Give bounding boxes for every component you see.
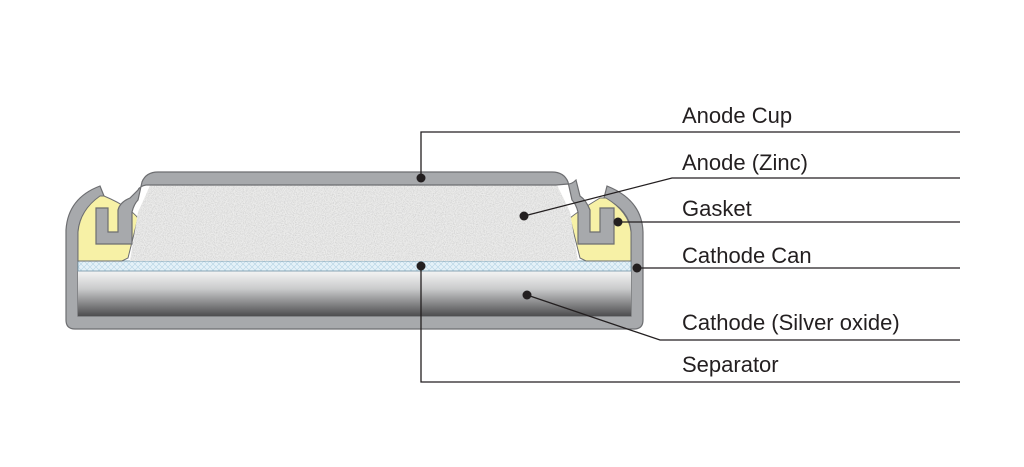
label-separator: Separator xyxy=(682,352,779,377)
marker-anode xyxy=(519,211,529,221)
label-cathode-can: Cathode Can xyxy=(682,243,812,268)
marker-gasket xyxy=(613,217,623,227)
anode-cup xyxy=(95,171,615,245)
leader-separator xyxy=(420,266,960,383)
separator xyxy=(77,260,632,272)
marker-anode-cup xyxy=(416,173,426,183)
marker-cathode xyxy=(522,290,532,300)
leader-cathode xyxy=(526,294,960,341)
label-anode: Anode (Zinc) xyxy=(682,150,808,175)
marker-separator xyxy=(416,261,426,271)
anode-texture xyxy=(130,185,578,261)
cathode xyxy=(78,271,631,316)
leader-anode xyxy=(523,177,960,217)
label-gasket: Gasket xyxy=(682,196,752,221)
marker-cathode-can xyxy=(632,263,642,273)
label-anode-cup: Anode Cup xyxy=(682,103,792,128)
label-cathode: Cathode (Silver oxide) xyxy=(682,310,900,335)
leader-anode-cup xyxy=(420,131,960,178)
